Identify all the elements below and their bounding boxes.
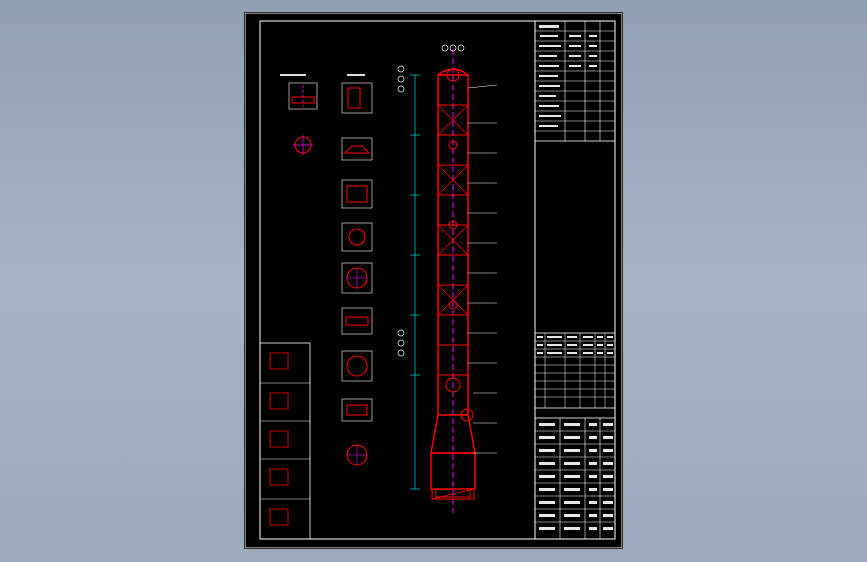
nozzle-details[interactable] <box>259 342 311 540</box>
base-plan <box>431 488 475 500</box>
title-block[interactable] <box>534 417 616 540</box>
sheet-border <box>245 13 622 548</box>
column-elevation[interactable] <box>397 44 498 513</box>
cad-drawing[interactable] <box>245 13 622 548</box>
parts-list[interactable] <box>534 332 616 409</box>
detail-views[interactable] <box>288 82 373 466</box>
drawing-frame <box>259 20 616 540</box>
drawing-sheet[interactable] <box>245 13 622 548</box>
technical-table[interactable] <box>534 20 616 142</box>
